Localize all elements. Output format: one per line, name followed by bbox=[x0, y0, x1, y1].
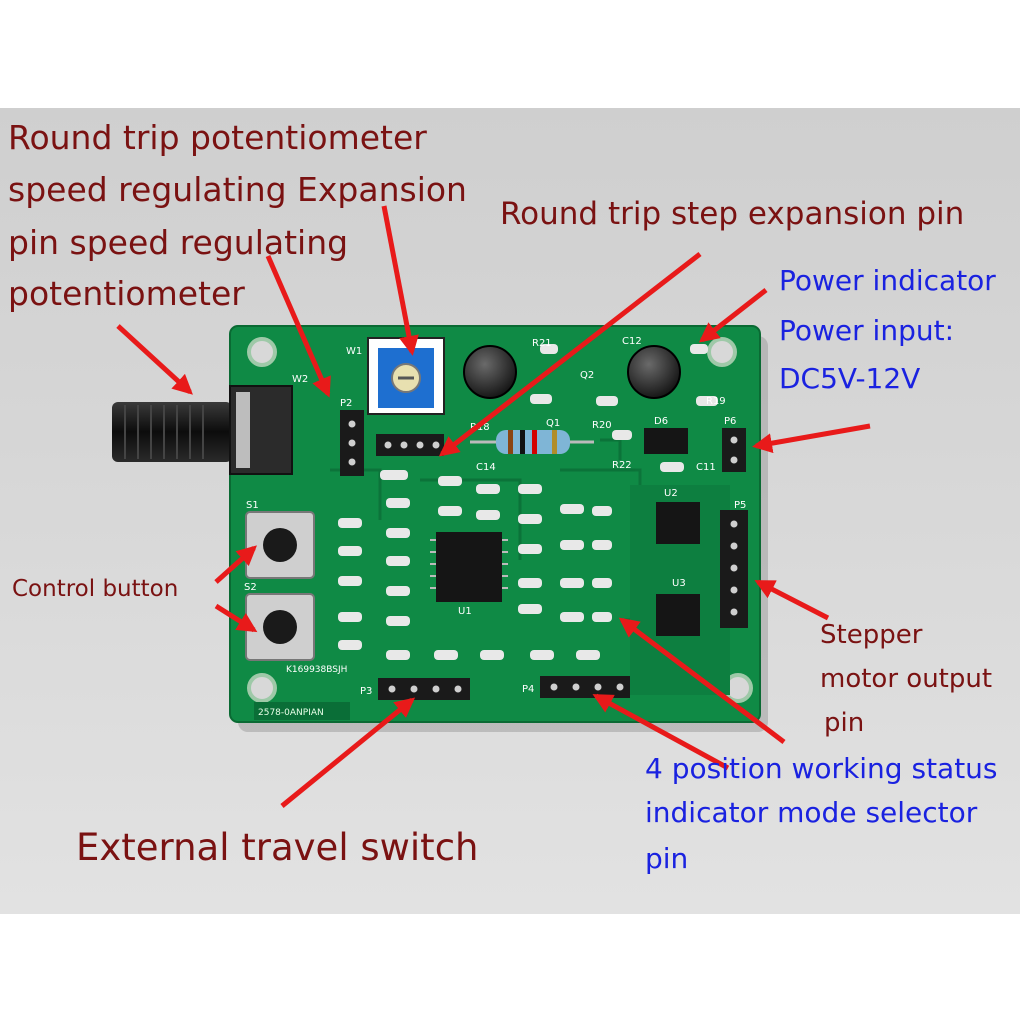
annotation-status-line2: indicator mode selector bbox=[645, 796, 978, 829]
label-c12: C12 bbox=[622, 336, 642, 347]
label-u3: U3 bbox=[672, 578, 686, 589]
annotation-potentiometer-line4: potentiometer bbox=[8, 274, 245, 313]
label-p4: P4 bbox=[522, 684, 534, 695]
annotation-potentiometer-line3: pin speed regulating bbox=[8, 223, 349, 262]
label-r22: R22 bbox=[612, 460, 632, 471]
pin-header-p3 bbox=[378, 678, 470, 700]
annotation-control-button: Control button bbox=[12, 576, 179, 602]
through-hole-resistor bbox=[470, 430, 594, 454]
arrow-to-p5 bbox=[754, 579, 830, 621]
silkscreen-code: K169938BSJH bbox=[286, 665, 347, 675]
label-s2: S2 bbox=[244, 582, 257, 593]
label-w1: W1 bbox=[346, 346, 362, 357]
label-p2: P2 bbox=[340, 398, 352, 409]
label-w2: W2 bbox=[292, 374, 308, 385]
label-d6: D6 bbox=[654, 416, 668, 427]
annotation-status-line3: pin bbox=[645, 842, 689, 875]
pin-header-p1 bbox=[376, 434, 444, 456]
label-c14: C14 bbox=[476, 462, 496, 473]
annotation-stepper-line2: motor output bbox=[820, 664, 993, 694]
label-c11: C11 bbox=[696, 462, 716, 473]
label-p5: P5 bbox=[734, 500, 746, 511]
label-r21: R21 bbox=[532, 338, 552, 349]
annotation-step-expansion: Round trip step expansion pin bbox=[500, 196, 965, 232]
arrow-to-s1 bbox=[214, 545, 257, 584]
annotation-power-input: Power input: bbox=[779, 314, 955, 347]
label-sticker-bg bbox=[254, 702, 350, 720]
arrow-to-p3 bbox=[280, 697, 416, 808]
annotation-travel-switch: External travel switch bbox=[76, 826, 479, 869]
label-r20: R20 bbox=[592, 420, 612, 431]
speed-potentiometer-knob bbox=[112, 385, 293, 475]
smd-components bbox=[338, 344, 718, 660]
arrow-to-p4 bbox=[592, 693, 730, 771]
annotation-potentiometer-line2: speed regulating Expansion bbox=[8, 170, 467, 209]
arrow-to-w1 bbox=[381, 205, 419, 356]
annotation-arrows bbox=[116, 205, 871, 808]
annotation-status-line1: 4 position working status bbox=[645, 752, 998, 785]
annotation-stepper-line3: pin bbox=[824, 708, 865, 738]
pin-header-p5 bbox=[720, 510, 748, 628]
label-p6: P6 bbox=[724, 416, 736, 427]
arrow-to-power-input bbox=[752, 423, 871, 454]
annotation-stepper-line1: Stepper bbox=[820, 620, 923, 650]
ic-chips bbox=[430, 428, 700, 636]
annotation-power-indicator: Power indicator bbox=[779, 264, 996, 297]
arrow-to-p2 bbox=[265, 255, 331, 398]
pin-header-p6 bbox=[722, 428, 746, 472]
label-p3: P3 bbox=[360, 686, 372, 697]
electrolytic-capacitors bbox=[463, 345, 681, 399]
arrow-to-s2 bbox=[214, 603, 258, 633]
label-u2: U2 bbox=[664, 488, 678, 499]
trimmer-potentiometer-w1 bbox=[367, 337, 445, 415]
mounting-holes bbox=[247, 337, 753, 703]
pin-header-p4 bbox=[540, 676, 630, 698]
annotation-power-voltage: DC5V-12V bbox=[779, 362, 921, 395]
annotation-potentiometer-line1: Round trip potentiometer bbox=[8, 118, 427, 157]
control-buttons bbox=[245, 511, 315, 661]
arrow-to-knob bbox=[116, 324, 193, 395]
label-r19: R19 bbox=[706, 396, 726, 407]
arrow-to-selector bbox=[618, 617, 786, 744]
arrow-to-power-led bbox=[698, 288, 768, 343]
label-u1: U1 bbox=[458, 606, 472, 617]
pin-header-p2 bbox=[340, 410, 364, 476]
label-q1: Q1 bbox=[546, 418, 560, 429]
label-sticker: 2578-0ANPIAN bbox=[258, 708, 324, 718]
arrow-to-p1 bbox=[438, 252, 702, 457]
label-q2: Q2 bbox=[580, 370, 594, 381]
label-s1: S1 bbox=[246, 500, 259, 511]
